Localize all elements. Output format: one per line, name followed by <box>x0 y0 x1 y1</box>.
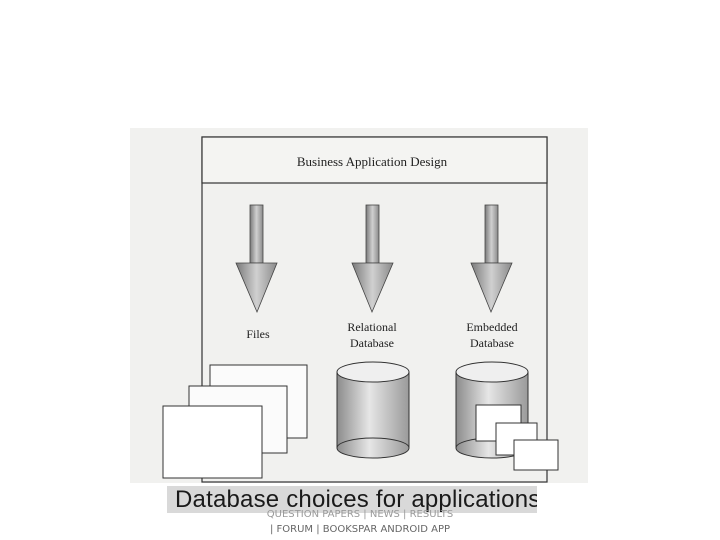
caption-text: Database choices for applications <box>175 486 537 513</box>
relational-label-line2: Database <box>350 336 394 350</box>
embedded-database-cylinder-icon <box>455 361 559 471</box>
header-title: Business Application Design <box>297 154 448 169</box>
arrow-embedded-icon <box>470 204 513 314</box>
footer-links-line2[interactable]: | FORUM | BOOKSPAR ANDROID APP <box>269 524 451 535</box>
files-label: Files <box>246 327 270 341</box>
header-box <box>201 136 548 184</box>
embedded-label-line1: Embedded <box>466 320 517 334</box>
files-stack-icon <box>162 364 308 479</box>
figure-caption: Database choices for applications <box>167 486 537 513</box>
arrow-relational-icon <box>351 204 394 314</box>
relational-database-cylinder-icon <box>336 361 410 459</box>
relational-label-line1: Relational <box>347 320 397 334</box>
embedded-label-line2: Database <box>470 336 514 350</box>
arrow-files-icon <box>235 204 278 314</box>
footer-links-line1[interactable]: QUESTION PAPERS | NEWS | RESULTS <box>266 509 454 520</box>
